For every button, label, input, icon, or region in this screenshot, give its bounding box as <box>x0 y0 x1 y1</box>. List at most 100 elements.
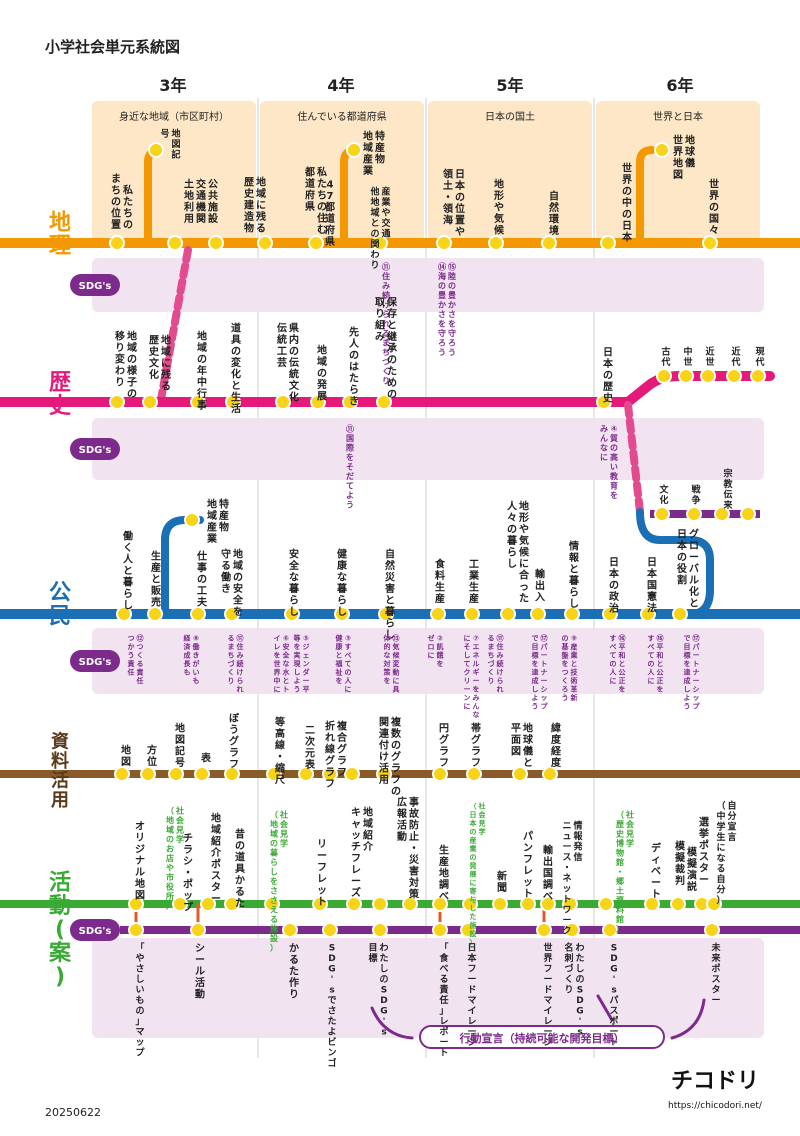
goal-arrow <box>370 1006 414 1040</box>
label-char: 宣 <box>727 821 736 833</box>
label-char: 学 <box>716 821 725 833</box>
label-char: 介 <box>362 840 374 853</box>
label-char: ト <box>609 1037 618 1048</box>
label-char: む <box>317 224 327 236</box>
label-char: で <box>532 635 539 643</box>
label-char: 施 <box>208 201 218 214</box>
label-char: 地 <box>121 744 131 757</box>
label-char: ま <box>382 339 390 348</box>
label-char: べ <box>439 964 448 975</box>
label-char: 残 <box>256 210 266 223</box>
label-char: ク <box>464 668 471 677</box>
geo-station <box>308 235 324 251</box>
label-char: G <box>328 965 335 975</box>
label-char: く <box>228 669 235 677</box>
line-label-activity: 活動(案) <box>48 871 72 990</box>
label-char: 利 <box>184 201 194 214</box>
label-char: s <box>577 1028 582 1038</box>
activity-station <box>562 896 578 912</box>
label-char: り <box>115 377 125 389</box>
label-char: ロ <box>428 643 435 651</box>
label-char: づ <box>488 659 495 668</box>
label-char: と <box>571 660 578 668</box>
label-char: 止 <box>409 830 419 843</box>
label-char: の <box>622 210 632 221</box>
activity-station <box>264 896 280 912</box>
label-char: さ <box>448 310 456 319</box>
label-char: プ <box>183 901 194 914</box>
label-char: 教 <box>722 478 733 490</box>
label-char: 実 <box>294 651 301 660</box>
label-char: グ <box>391 750 401 763</box>
label-char: と <box>523 757 533 769</box>
line-label-geo: 地理 <box>49 211 71 260</box>
civics-station <box>334 606 350 622</box>
civics-station <box>654 506 670 522</box>
label-char: を <box>657 685 664 694</box>
label-char: 日 <box>622 220 632 232</box>
label-char: ジ <box>135 844 145 856</box>
label-char: と <box>231 380 241 392</box>
geo-station <box>346 142 362 158</box>
label-char: 刺 <box>563 952 573 964</box>
label-char: ー <box>541 652 548 660</box>
label-char: ・ <box>275 752 285 763</box>
label-char: 成 <box>532 676 539 685</box>
label-char: 産 <box>219 509 229 522</box>
civics-station <box>672 606 688 622</box>
civics-station <box>464 606 480 622</box>
label-char: ラ <box>439 746 449 758</box>
label-char: グ <box>471 733 481 746</box>
label-char: 承 <box>387 343 397 355</box>
sdg-activity-station <box>128 922 144 938</box>
label-char: の <box>387 355 397 366</box>
label-char: の <box>391 741 401 752</box>
label-char: 豊 <box>438 290 446 300</box>
label-char: ィ <box>651 855 661 866</box>
label-char: 経 <box>184 634 192 643</box>
sdg-activity-station <box>282 922 298 938</box>
label-char: ナ <box>693 669 700 677</box>
label-char: 道 <box>305 177 315 190</box>
label-char: た <box>123 196 133 208</box>
label-char: ー <box>467 975 476 985</box>
label-char: 道 <box>325 212 335 225</box>
label-char: に <box>610 677 617 685</box>
label-char: を <box>532 659 539 668</box>
label-char: ス <box>609 1006 618 1017</box>
label-char: レ <box>523 866 533 877</box>
label-char: を <box>438 320 446 329</box>
geo-station <box>208 235 224 251</box>
label-char: （ <box>716 801 725 812</box>
label-char: ⑥ <box>283 635 289 643</box>
label-char: 具 <box>234 863 245 875</box>
label-char: し <box>385 629 395 641</box>
label-char: タ <box>211 882 221 894</box>
label-char: 記 <box>171 149 180 161</box>
label-char: り <box>115 342 125 354</box>
label-char: 生 <box>716 831 725 843</box>
label-char: た <box>519 593 529 605</box>
label-char: 県 <box>325 235 335 248</box>
label-char: も <box>184 669 191 677</box>
label-char: 働 <box>220 571 231 584</box>
label-char: し <box>464 652 471 660</box>
label-char: 発 <box>316 378 328 391</box>
label-char: ま <box>488 642 495 651</box>
label-char: べ <box>543 891 553 903</box>
sdg-activity-station <box>704 922 720 938</box>
label-char: ッ <box>523 878 533 889</box>
label-char: 寄 <box>470 887 477 896</box>
